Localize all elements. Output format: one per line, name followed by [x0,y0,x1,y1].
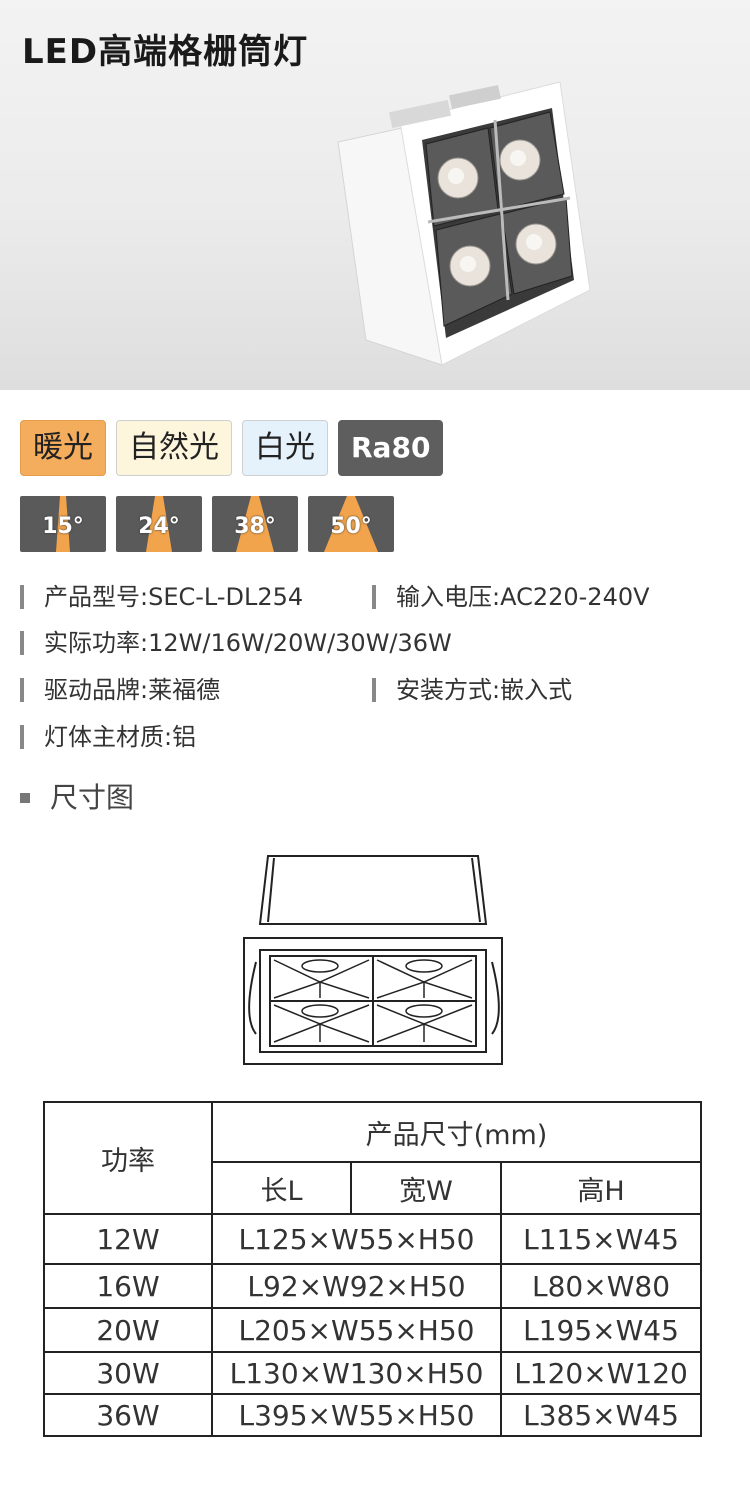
cell-size: L395×W55×H50 [211,1393,502,1437]
beam-angle-50: 50° [308,496,394,552]
beam-angle-38: 38° [212,496,298,552]
header-power: 功率 [43,1101,213,1215]
product-image [337,81,590,366]
spec-bar [372,678,376,702]
dimension-diagram [243,855,503,1065]
spec-voltage-text: 输入电压:AC220-240V [396,583,650,611]
size-table: 功率 产品尺寸(mm) 长L 宽W 高H 12W L125×W55×H50 L1… [43,1101,703,1437]
beam-angle-15: 15° [20,496,106,552]
tag-natural-light: 自然光 [116,420,232,476]
header-size: 产品尺寸(mm) [210,1101,703,1163]
square-bullet-icon [20,793,30,803]
beam-angle-24: 24° [116,496,202,552]
tag-white-light: 白光 [242,420,328,476]
spec-bar [20,631,24,655]
section-title-text: 尺寸图 [50,781,135,814]
beam-cone-icon [324,496,378,552]
spec-model: 产品型号:SEC-L-DL254 [20,580,303,614]
beam-angle-label: 15° [42,514,84,539]
tag-ra80: Ra80 [338,420,444,476]
table-row: 12W L125×W55×H50 L115×W45 [43,1213,703,1265]
beam-cone-icon [146,496,172,552]
table-row: 20W L205×W55×H50 L195×W45 [43,1307,703,1353]
tag-warm-light: 暖光 [20,420,106,476]
spec-voltage: 输入电压:AC220-240V [372,580,650,614]
header-length: 长L [211,1161,352,1215]
section-dimension-title: 尺寸图 [20,780,134,816]
table-subheader-row: 长L 宽W 高H [44,1161,703,1215]
page-title: LED高端格栅筒灯 [22,32,309,72]
header-height: 高H [499,1161,703,1215]
hero-banner: LED高端格栅筒灯 [0,0,750,390]
cell-size: L92×W92×H50 [211,1263,502,1309]
cell-power: 30W [43,1351,213,1395]
beam-angle-label: 38° [234,514,276,539]
table-row: 16W L92×W92×H50 L80×W80 [43,1263,703,1309]
beam-angle-label: 24° [138,514,180,539]
spec-power-text: 实际功率:12W/16W/20W/30W/36W [44,629,452,657]
spec-driver-text: 驱动品牌:莱福德 [44,676,221,704]
beam-angle-list: 15° 24° 38° 50° [20,496,394,552]
spec-model-text: 产品型号:SEC-L-DL254 [44,583,304,611]
cell-power: 12W [43,1213,213,1265]
cell-cutout: L115×W45 [499,1213,703,1265]
spec-bar [20,725,24,749]
spec-install: 安装方式:嵌入式 [372,673,572,707]
cell-power: 16W [43,1263,213,1309]
cell-cutout: L120×W120 [499,1351,703,1395]
light-color-tags: 暖光 自然光 白光 Ra80 [20,420,444,476]
cell-size: L205×W55×H50 [211,1307,502,1353]
spec-bar [372,585,376,609]
cell-power: 20W [43,1307,213,1353]
spec-driver: 驱动品牌:莱福德 [20,673,220,707]
beam-cone-icon [236,496,274,552]
table-row: 36W L395×W55×H50 L385×W45 [43,1393,703,1437]
spec-install-text: 安装方式:嵌入式 [396,676,573,704]
cell-cutout: L385×W45 [499,1393,703,1437]
header-width: 宽W [350,1161,502,1215]
spec-material: 灯体主材质:铝 [20,720,196,754]
spec-material-text: 灯体主材质:铝 [44,723,197,751]
cell-size: L130×W130×H50 [211,1351,502,1395]
spec-bar [20,585,24,609]
spec-power: 实际功率:12W/16W/20W/30W/36W [20,626,452,660]
beam-angle-label: 50° [330,514,372,539]
table-row: 30W L130×W130×H50 L120×W120 [43,1351,703,1395]
spec-bar [20,678,24,702]
cell-cutout: L195×W45 [499,1307,703,1353]
beam-cone-icon [56,496,70,552]
cell-power: 36W [43,1393,213,1437]
table-header-row: 功率 产品尺寸(mm) [43,1101,703,1215]
cell-cutout: L80×W80 [499,1263,703,1309]
cell-size: L125×W55×H50 [211,1213,502,1265]
